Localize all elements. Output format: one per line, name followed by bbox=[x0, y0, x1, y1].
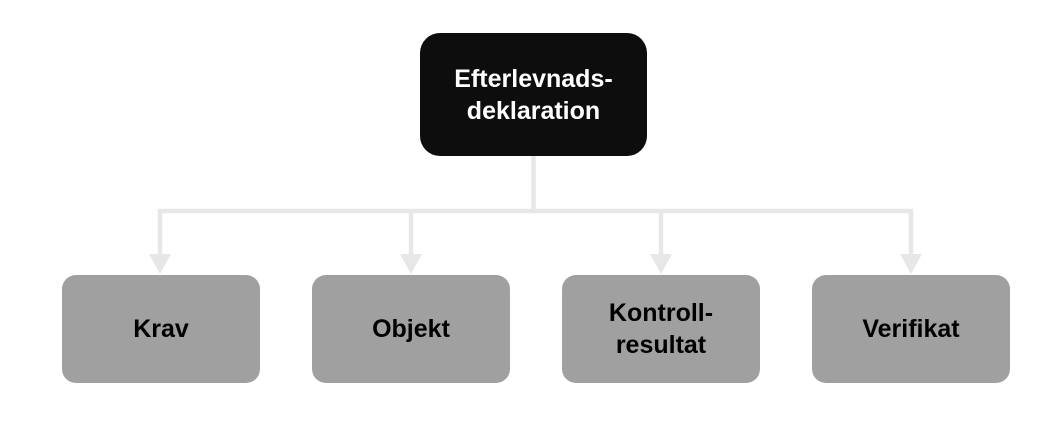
arrowhead-down-icon bbox=[900, 254, 922, 274]
node-verifikat: Verifikat bbox=[812, 275, 1010, 383]
node-objekt: Objekt bbox=[312, 275, 510, 383]
node-efterlevnadsdeklaration: Efterlevnads- deklaration bbox=[420, 33, 647, 156]
node-label: Kontroll- resultat bbox=[608, 299, 714, 359]
node-label: Objekt bbox=[372, 315, 450, 343]
arrowhead-down-icon bbox=[400, 254, 422, 274]
node-label: Verifikat bbox=[862, 315, 960, 343]
node-kontrollresultat: Kontroll- resultat bbox=[562, 275, 760, 383]
node-krav: Krav bbox=[62, 275, 260, 383]
node-label: Krav bbox=[133, 315, 189, 343]
arrowhead-down-icon bbox=[149, 254, 171, 274]
arrowhead-down-icon bbox=[650, 254, 672, 274]
node-label: Efterlevnads- deklaration bbox=[454, 64, 613, 125]
